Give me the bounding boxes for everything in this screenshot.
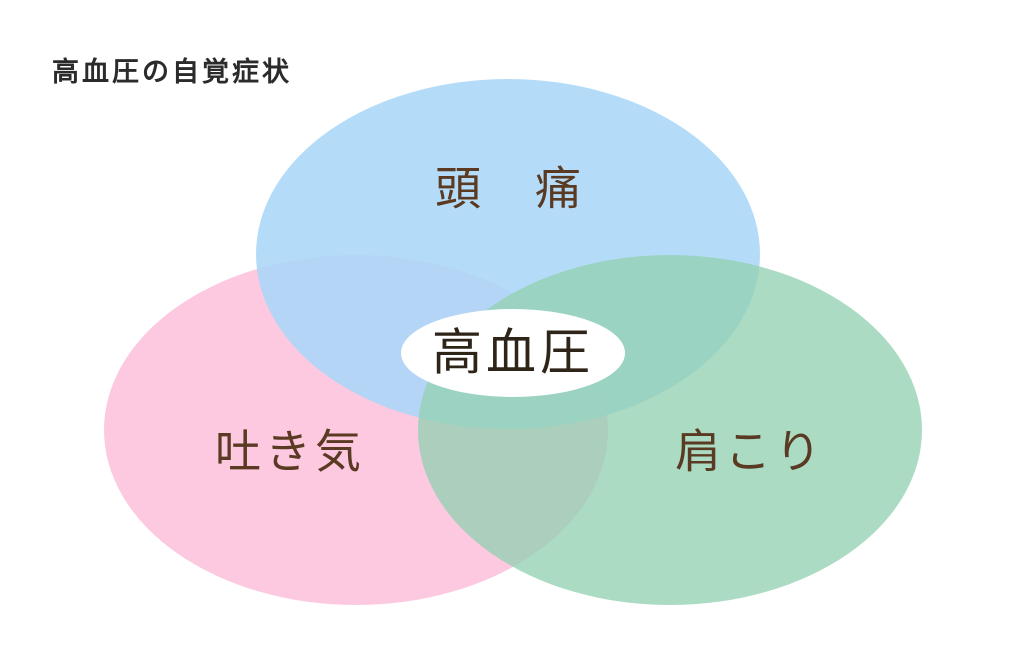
label-center-hypertension: 高血圧 <box>432 324 594 382</box>
label-nausea: 吐き気 <box>215 425 365 479</box>
circle-stiff-shoulders <box>418 255 922 605</box>
label-stiff-shoulders: 肩こり <box>675 425 825 479</box>
center-oval <box>401 309 625 397</box>
page-title: 高血圧の自覚症状 <box>52 57 292 88</box>
label-headache: 頭 痛 <box>435 162 585 216</box>
